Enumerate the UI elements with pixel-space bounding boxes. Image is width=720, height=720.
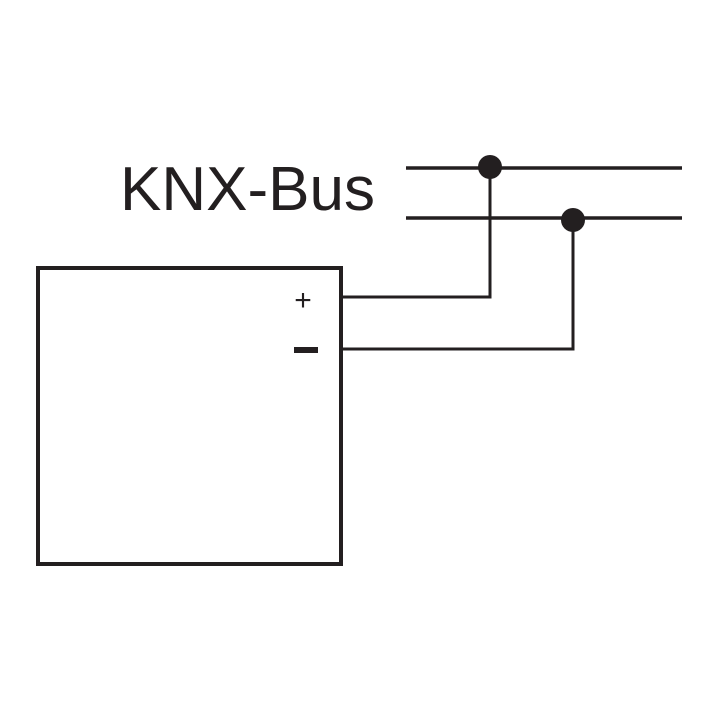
device-box (36, 266, 343, 566)
wire-negative (341, 220, 575, 351)
minus-terminal-label: − (306, 359, 307, 361)
bus-label: KNX-Bus (120, 155, 375, 224)
wire-positive (341, 167, 492, 299)
minus-terminal-mark (294, 347, 318, 353)
plus-terminal-label: + (294, 284, 312, 317)
